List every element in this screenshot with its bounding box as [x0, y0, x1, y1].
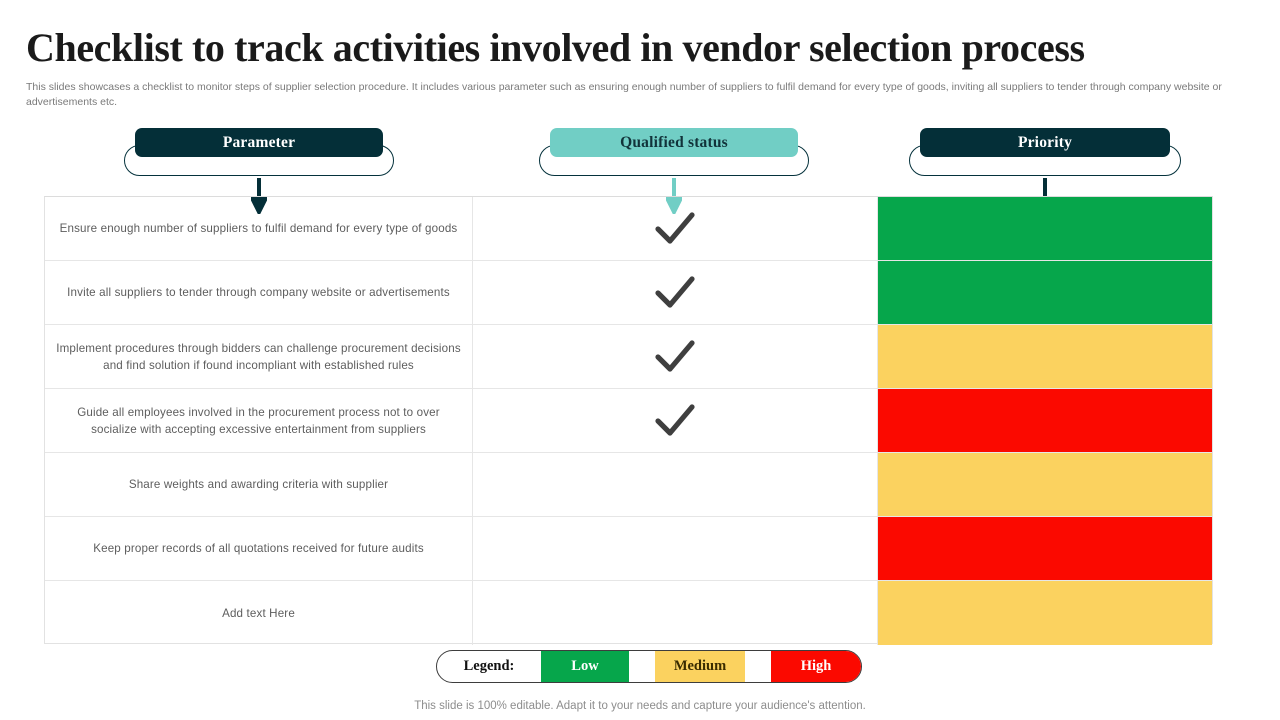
cell-parameter: Share weights and awarding criteria with… — [45, 453, 473, 516]
checklist-table: Ensure enough number of suppliers to ful… — [44, 196, 1213, 645]
column-header-label: Priority — [1017, 133, 1073, 151]
legend-label: Legend: — [463, 658, 515, 674]
legend-chip-low: Low — [541, 651, 629, 682]
header-label-pill[interactable]: Parameter — [135, 128, 383, 157]
cell-qualified-status[interactable] — [473, 261, 878, 324]
table-row: Share weights and awarding criteria with… — [45, 453, 1212, 517]
page-title: Checklist to track activities involved i… — [26, 25, 1085, 70]
cell-priority-medium — [878, 325, 1212, 388]
arrow-down-icon — [666, 178, 682, 214]
cell-parameter: Invite all suppliers to tender through c… — [45, 261, 473, 324]
cell-priority-high — [878, 389, 1212, 452]
table-row: Invite all suppliers to tender through c… — [45, 261, 1212, 325]
cell-qualified-status[interactable] — [473, 325, 878, 388]
cell-parameter: Keep proper records of all quotations re… — [45, 517, 473, 580]
arrow-down-icon — [251, 178, 267, 214]
table-row: Ensure enough number of suppliers to ful… — [45, 197, 1212, 261]
header-label-pill[interactable]: Qualified status — [550, 128, 798, 157]
cell-priority-medium — [878, 453, 1212, 516]
checkmark-icon — [655, 339, 695, 372]
footer-note: This slide is 100% editable. Adapt it to… — [414, 700, 866, 712]
cell-qualified-status[interactable] — [473, 453, 878, 516]
legend-chip-high: High — [771, 651, 861, 682]
table-row: Guide all employees involved in the proc… — [45, 389, 1212, 453]
cell-priority-medium — [878, 581, 1212, 645]
cell-parameter: Guide all employees involved in the proc… — [45, 389, 473, 452]
page-subtitle: This slides showcases a checklist to mon… — [26, 81, 1222, 108]
cell-priority-high — [878, 517, 1212, 580]
cell-priority-low — [878, 197, 1212, 260]
column-header-label: Qualified status — [620, 133, 728, 151]
header-label-pill[interactable]: Priority — [920, 128, 1170, 157]
checkmark-icon — [655, 403, 695, 436]
cell-qualified-status[interactable] — [473, 581, 878, 645]
checkmark-icon — [655, 211, 695, 244]
table-row: Implement procedures through bidders can… — [45, 325, 1212, 389]
table-row: Add text Here — [45, 581, 1212, 645]
cell-parameter: Implement procedures through bidders can… — [45, 325, 473, 388]
legend-gap — [745, 651, 771, 682]
cell-qualified-status[interactable] — [473, 197, 878, 260]
cell-qualified-status[interactable] — [473, 389, 878, 452]
column-header-label: Parameter — [222, 133, 296, 151]
cell-parameter: Add text Here — [45, 581, 473, 645]
legend-chip-medium: Medium — [655, 651, 745, 682]
cell-priority-low — [878, 261, 1212, 324]
legend: Legend: Low Medium High — [436, 650, 862, 683]
table-row: Keep proper records of all quotations re… — [45, 517, 1212, 581]
checkmark-icon — [655, 275, 695, 308]
cell-qualified-status[interactable] — [473, 517, 878, 580]
legend-gap — [629, 651, 655, 682]
cell-parameter: Ensure enough number of suppliers to ful… — [45, 197, 473, 260]
